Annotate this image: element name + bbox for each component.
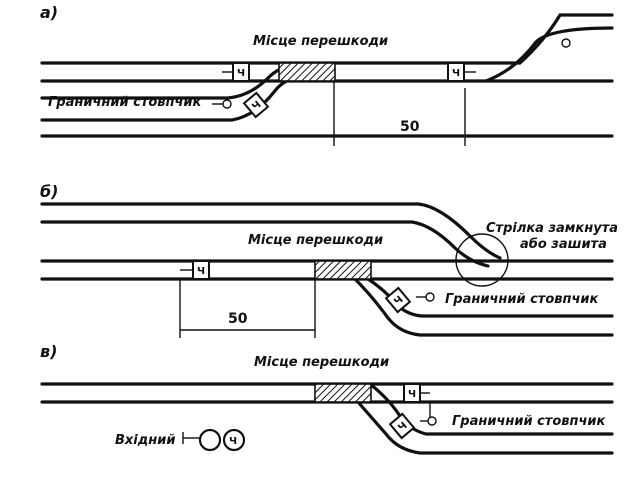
- section-c-signal-1: Ч: [403, 383, 430, 403]
- svg-text:Ч: Ч: [408, 389, 416, 400]
- section-b-obstacle-zone: [314, 260, 372, 280]
- section-b-locked-switch-circle: [455, 233, 509, 287]
- section-c-rail-branch-lower: [356, 400, 614, 455]
- section-b-post-label: Граничний стовпчик: [445, 292, 600, 307]
- section-c-limit-post-icon: [427, 416, 437, 426]
- section-a-signal-3: Ч: [447, 62, 476, 82]
- section-c-obstacle-label: Місце перешкоди: [254, 355, 389, 370]
- section-a-rail-top: [40, 13, 614, 65]
- section-b-letter: б): [40, 182, 58, 201]
- svg-text:Ч: Ч: [229, 436, 237, 447]
- section-b-signal-2: Ч: [384, 286, 412, 314]
- section-a-rail-main: [40, 26, 614, 83]
- section-a-post-marker-icon: [561, 38, 571, 48]
- section-c: в) Місце перешкоди Граничний стовпчик Вх…: [40, 342, 614, 455]
- section-a-obstacle-label: Місце перешкоди: [253, 34, 388, 49]
- section-b: б) Місце перешкоди Стрілка замкнута або …: [40, 182, 618, 338]
- section-c-entrance-signal-icon: Ч: [182, 428, 246, 452]
- section-c-post-label: Граничний стовпчик: [452, 414, 607, 429]
- section-a-distance-label: 50: [400, 119, 420, 135]
- section-b-rail-branch-lower: [353, 277, 614, 337]
- section-a-signal-1: Ч: [222, 62, 250, 82]
- section-b-distance-label: 50: [228, 311, 248, 327]
- section-c-entrance-label: Вхідний: [115, 433, 175, 448]
- svg-text:Ч: Ч: [452, 68, 460, 79]
- section-b-limit-post-icon: [425, 292, 435, 302]
- section-b-rail-diverge-top: [40, 202, 502, 260]
- section-a: а) Місце перешкоди Граничний стовпчик 50…: [40, 3, 614, 146]
- section-b-obstacle-label: Місце перешкоди: [248, 233, 383, 248]
- section-a-signal-2: Ч: [242, 91, 270, 119]
- section-b-switch-label-2: або зашита: [520, 237, 607, 252]
- section-b-signal-1: Ч: [180, 260, 210, 280]
- section-a-limit-post-icon: [222, 99, 232, 109]
- svg-text:Ч: Ч: [237, 68, 245, 79]
- section-c-signal-2: Ч: [388, 412, 416, 440]
- svg-text:Ч: Ч: [197, 266, 205, 277]
- section-b-switch-label-1: Стрілка замкнута: [486, 221, 618, 236]
- section-c-letter: в): [40, 342, 57, 361]
- section-c-obstacle-zone: [314, 383, 372, 403]
- section-a-letter: а): [40, 3, 58, 22]
- section-a-obstacle-zone: [278, 62, 336, 82]
